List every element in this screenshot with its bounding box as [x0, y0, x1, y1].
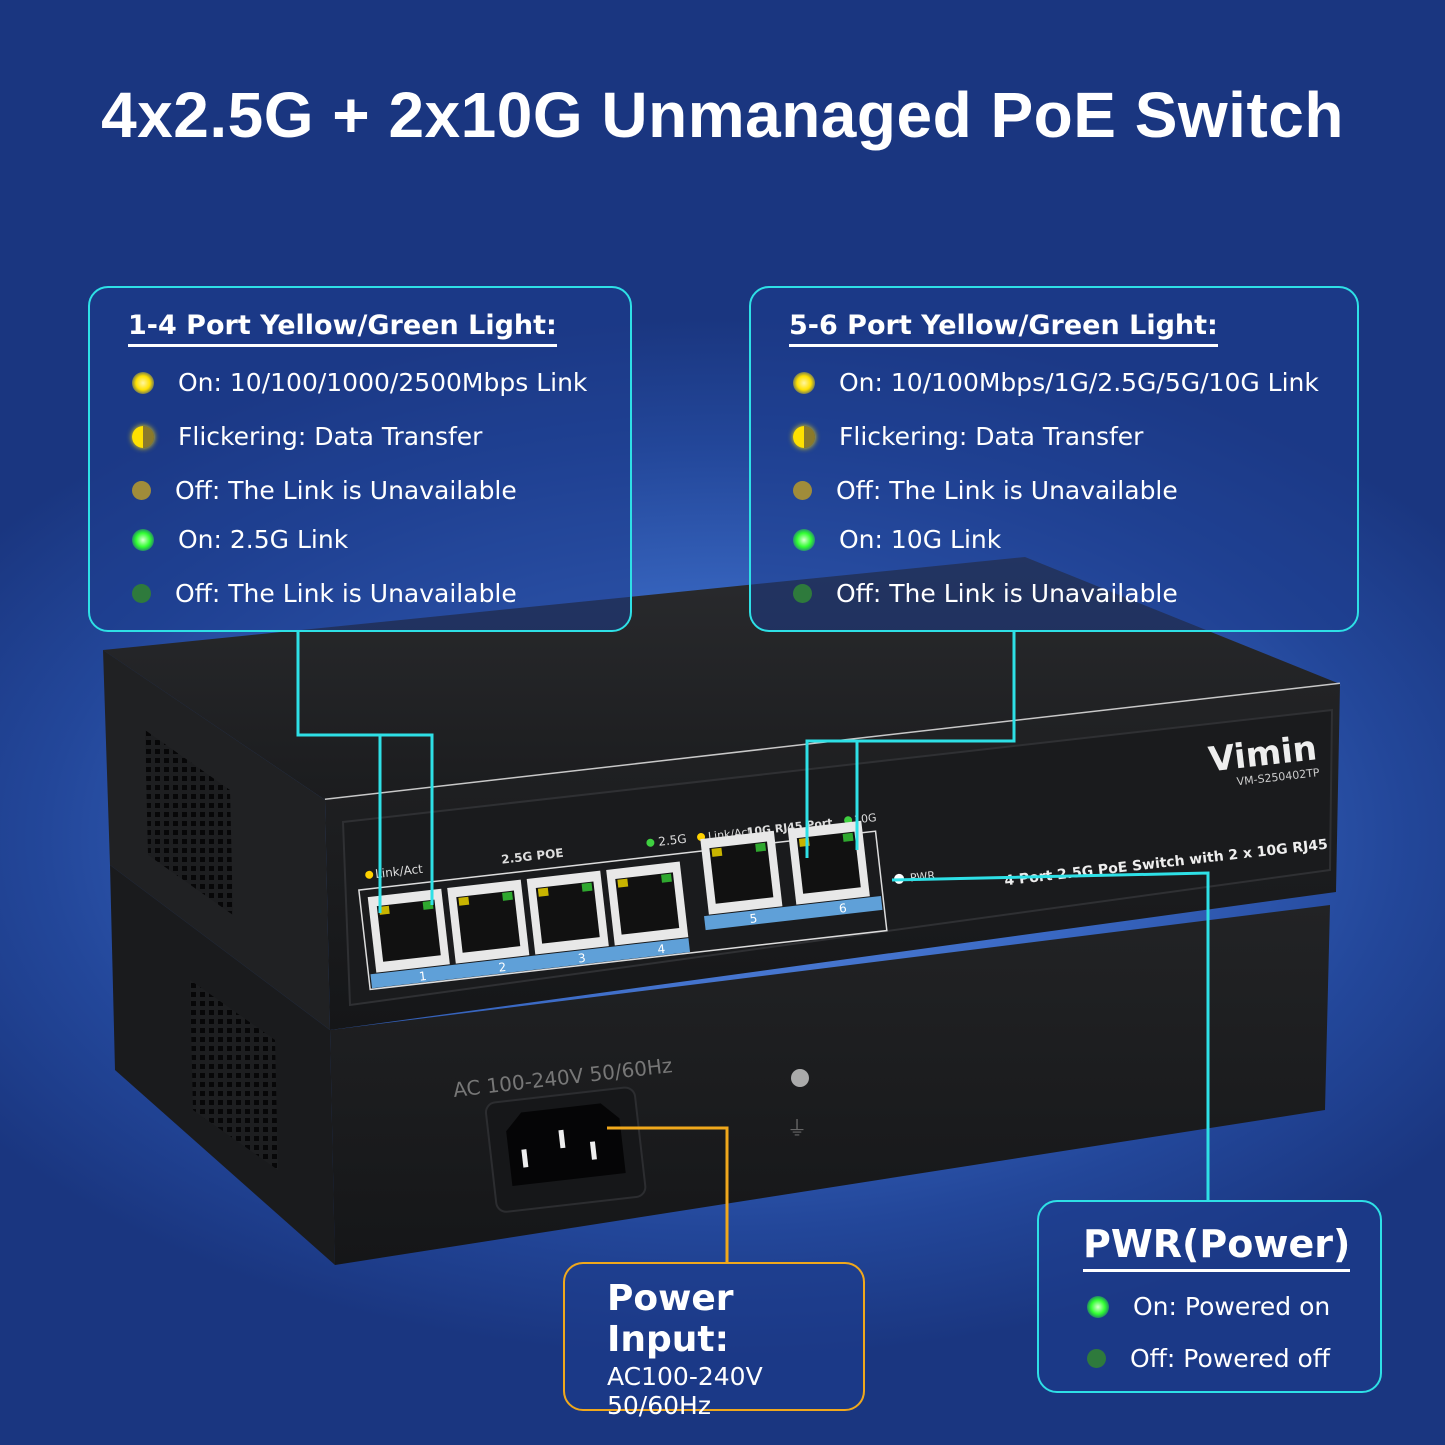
led-legend-item: Off: The Link is Unavailable	[793, 476, 1178, 505]
callout-lines	[296, 631, 1210, 1200]
link-act-led	[617, 878, 629, 888]
led-legend-item: Flickering: Data Transfer	[132, 422, 482, 451]
green-led-on-icon	[793, 528, 815, 551]
yellow-led-off-icon	[132, 481, 151, 500]
speed-led	[661, 873, 672, 883]
port-number-3: 3	[577, 951, 586, 966]
port-number-5: 5	[749, 911, 758, 926]
led-legend-item: On: 10/100Mbps/1G/2.5G/5G/10G Link	[793, 368, 1319, 397]
yellow-led-flicker-icon	[793, 425, 815, 448]
speed-led	[755, 842, 767, 852]
yellow-led-flicker-icon	[132, 425, 154, 448]
pwr-panel-heading: PWR(Power)	[1083, 1222, 1351, 1272]
led-legend-label: Off: The Link is Unavailable	[836, 579, 1178, 608]
pwr-panel: PWR(Power) On: Powered on Off: Powered of…	[1037, 1200, 1382, 1393]
green-led-on-icon	[1087, 1295, 1109, 1318]
rj45-port-2[interactable]	[447, 879, 530, 964]
power-input-frequency: 50/60Hz	[607, 1391, 711, 1420]
led-legend-item: Off: The Link is Unavailable	[793, 579, 1178, 608]
led-legend-item: On: 10/100/1000/2500Mbps Link	[132, 368, 587, 397]
rj45-port-1[interactable]	[367, 888, 450, 973]
ground-icon: ⏚	[787, 1116, 807, 1140]
port-number-6: 6	[838, 901, 847, 916]
led-legend-label: Off: The Link is Unavailable	[175, 579, 517, 608]
label-2-5g: 2.5G	[658, 832, 688, 849]
led-legend-label: On: 10/100Mbps/1G/2.5G/5G/10G Link	[839, 368, 1319, 397]
label-link-act: Link/Act	[374, 862, 423, 881]
yellow-led-off-icon	[793, 481, 812, 500]
led-legend-label: Flickering: Data Transfer	[178, 422, 483, 451]
power-input-voltage: AC100-240V	[607, 1362, 763, 1391]
power-input-panel: Power Input: AC100-240V 50/60Hz	[563, 1262, 865, 1420]
led-legend-label: On: 10G Link	[839, 525, 1002, 554]
port-number-1: 1	[418, 969, 427, 984]
port-number-4: 4	[657, 942, 666, 957]
led-legend-item: On: 2.5G Link	[132, 525, 348, 554]
link-act-led	[537, 887, 549, 897]
led-legend-label: On: Powered on	[1133, 1292, 1331, 1321]
speed-led	[581, 882, 593, 892]
led-legend-label: On: 2.5G Link	[178, 525, 349, 554]
link-act-led	[458, 896, 470, 906]
rj45-port-5[interactable]	[700, 830, 783, 915]
speed-led	[842, 832, 854, 842]
right-panel-heading: 5-6 Port Yellow/Green Light:	[789, 310, 1218, 347]
port-number-2: 2	[498, 960, 507, 975]
led-legend-item: On: 10G Link	[793, 525, 1001, 554]
ground-screw	[791, 1069, 809, 1087]
link-act-led	[378, 905, 390, 915]
power-callout-line	[607, 1126, 729, 1262]
rj45-port-3[interactable]	[526, 870, 609, 955]
led-legend-item: Off: The Link is Unavailable	[132, 579, 517, 608]
led-legend-item: On: Powered on	[1087, 1292, 1330, 1321]
link-act-led	[711, 847, 723, 857]
rj45-port-4[interactable]	[606, 861, 689, 946]
yellow-led-on-icon	[132, 371, 154, 394]
led-legend-label: Flickering: Data Transfer	[839, 422, 1144, 451]
speed-led	[502, 891, 513, 901]
yellow-led-on-icon	[793, 371, 815, 394]
led-legend-item: Off: The Link is Unavailable	[132, 476, 517, 505]
led-legend-item: Flickering: Data Transfer	[793, 422, 1143, 451]
led-legend-label: Off: The Link is Unavailable	[836, 476, 1178, 505]
right-led-panel: 5-6 Port Yellow/Green Light: On: 10/100M…	[749, 286, 1359, 632]
led-legend-label: Off: Powered off	[1130, 1344, 1331, 1373]
led-legend-label: On: 10/100/1000/2500Mbps Link	[178, 368, 588, 397]
green-led-off-icon	[1087, 1349, 1106, 1368]
power-input-heading: Power Input:	[607, 1278, 734, 1360]
green-led-off-icon	[793, 584, 812, 603]
led-legend-label: Off: The Link is Unavailable	[175, 476, 517, 505]
left-led-panel: 1-4 Port Yellow/Green Light: On: 10/100/…	[88, 286, 632, 632]
green-led-off-icon	[132, 584, 151, 603]
green-led-on-icon	[132, 528, 154, 551]
led-legend-item: Off: Powered off	[1087, 1344, 1330, 1373]
left-panel-heading: 1-4 Port Yellow/Green Light:	[128, 310, 557, 347]
page-title: 4x2.5G + 2x10G Unmanaged PoE Switch	[101, 79, 1344, 151]
